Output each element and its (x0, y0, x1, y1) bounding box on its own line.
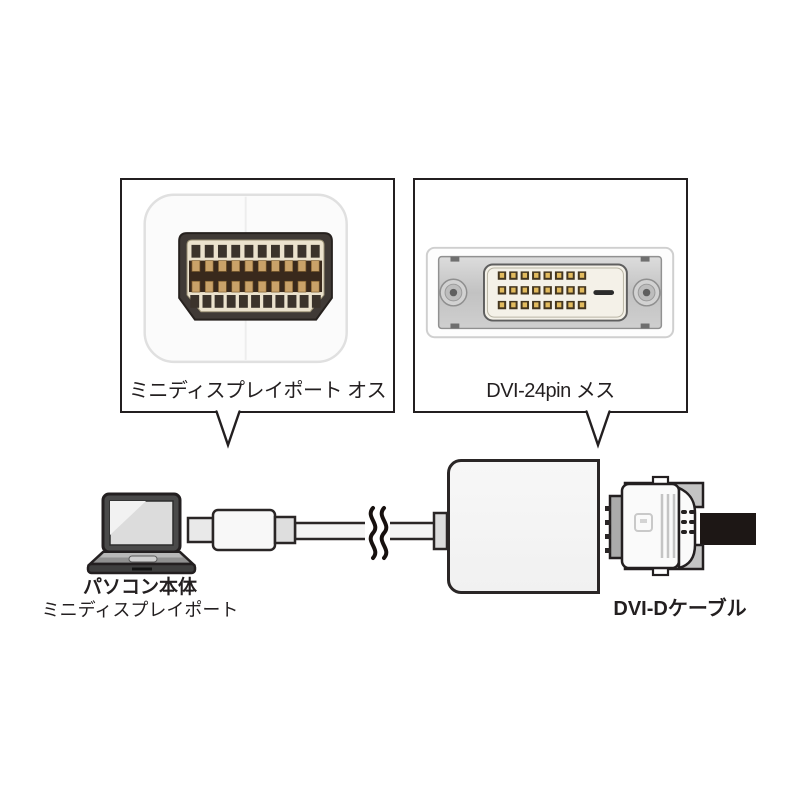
dvi-d-plug-icon (605, 475, 756, 577)
dvi-cable-label: DVI-Dケーブル (613, 598, 747, 620)
laptop-icon (86, 492, 197, 575)
cable-break-icon (368, 506, 389, 560)
screw-post-right (632, 278, 661, 307)
laptop-caption: パソコン本体 ミニディスプレイポート (25, 576, 255, 622)
dvi-24pin-female-connector-photo-icon (425, 246, 675, 339)
dvi-24pin-label: DVI-24pin メス (486, 380, 615, 402)
dvi-cable-wire (700, 513, 756, 545)
callout-mini-displayport: ミニディスプレイポート オス (120, 178, 395, 449)
callout-dvi-24pin: DVI-24pin メス (413, 178, 688, 449)
adapter-body (447, 459, 600, 594)
laptop-subtitle: ミニディスプレイポート (41, 600, 239, 620)
mini-displayport-plug-icon (186, 506, 449, 560)
mini-displayport-male-connector-photo-icon (143, 193, 348, 364)
callout-pointer-icon (215, 408, 241, 449)
laptop-title: パソコン本体 (82, 577, 197, 598)
screw-post-left (439, 278, 468, 307)
callout-pointer-icon (585, 408, 611, 449)
cable-strain-relief (432, 511, 449, 551)
mini-displayport-label: ミニディスプレイポート オス (128, 380, 387, 402)
